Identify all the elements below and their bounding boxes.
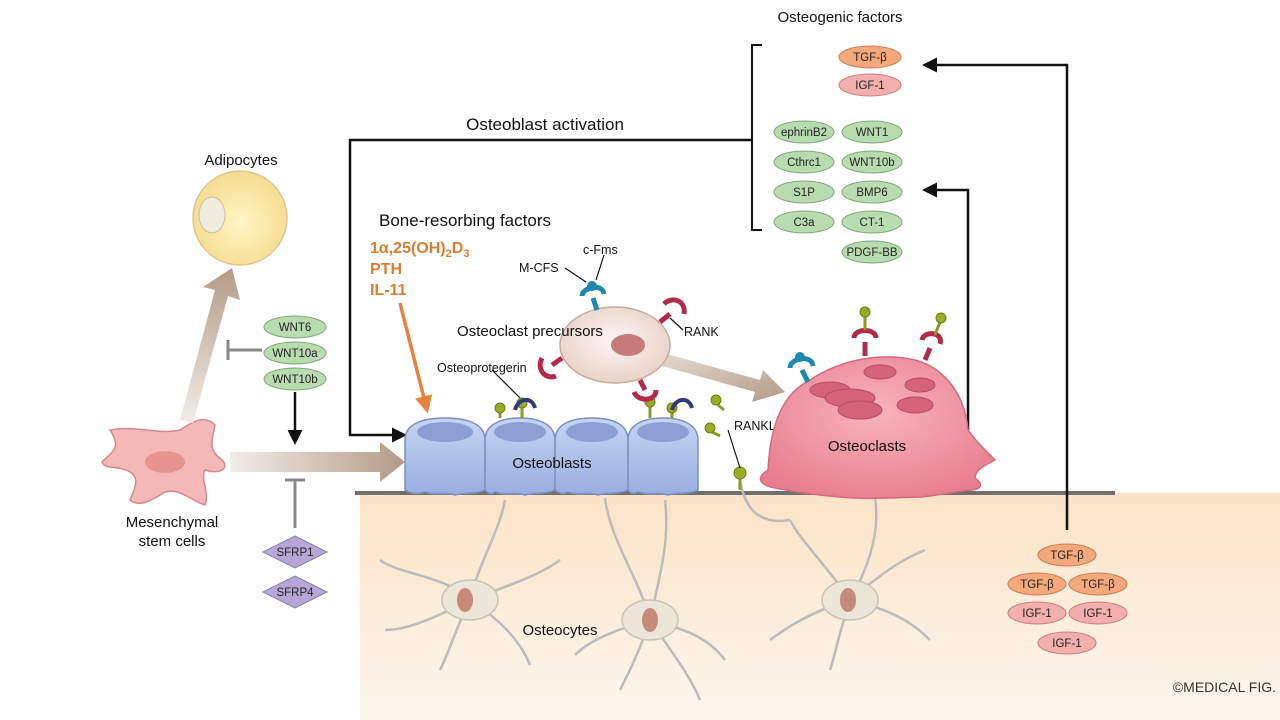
diamond-sfrp1: SFRP1 <box>276 547 313 559</box>
osteogenic-factors-title: Osteogenic factors <box>777 9 902 26</box>
osteoclast-nuclei <box>809 364 936 420</box>
adipocytes-label: Adipocytes <box>204 152 277 169</box>
to-osteoblast-arrow <box>230 442 405 482</box>
matrix-pill-igf-1-2: IGF-1 <box>1083 608 1112 620</box>
rank-label: RANK <box>684 325 719 339</box>
osteogenic-bracket <box>751 44 762 231</box>
rankl-leader <box>727 429 741 469</box>
osteoprotegerin-label: Osteoprotegerin <box>437 361 527 375</box>
matrix-pill-tgf-beta-1: TGF-β <box>1050 550 1084 562</box>
mesenchymal-label-line2: stem cells <box>139 533 206 550</box>
osteocytes-label: Osteocytes <box>522 622 597 639</box>
pill-wnt10b-inhibit: WNT10b <box>272 374 317 386</box>
matrix-pill-tgf-beta-3: TGF-β <box>1081 579 1115 591</box>
adipocyte-cell <box>192 170 288 266</box>
precursor-nucleus <box>611 334 645 356</box>
sfrp-inhibit-bar <box>285 478 305 528</box>
osteogenic-right-pills: WNT1 WNT10b BMP6 CT-1 PDGF-BB <box>841 120 903 264</box>
osteogenic-left-pills: ephrinB2 Cthrc1 S1P C3a <box>773 120 835 234</box>
osteoprotegerin-leader <box>491 369 521 399</box>
osteogenic-top-pills: TGF-β IGF-1 <box>838 45 902 97</box>
sfrp-diamonds: SFRP1 SFRP4 <box>261 535 329 609</box>
c-fms-label: c-Fms <box>583 243 618 257</box>
osteoblast-activation-label: Osteoblast activation <box>466 115 624 134</box>
wnt-inhibition-pills: WNT6 WNT10a WNT10b <box>263 315 327 391</box>
pill-wnt10b: WNT10b <box>849 157 894 169</box>
adipocyte-nucleus <box>198 196 226 234</box>
c-fms-leader <box>595 254 605 281</box>
vitamin-d-label: 1α,25(OH)2D3 <box>370 240 469 260</box>
pill-ct-1: CT-1 <box>860 217 885 229</box>
rankl-label: RANKL <box>734 419 776 433</box>
osteocyte-nucleus <box>840 588 856 612</box>
pill-c3a: C3a <box>793 217 815 229</box>
diamond-sfrp4: SFRP4 <box>276 587 314 599</box>
il-11-label: IL-11 <box>370 282 407 299</box>
bone-matrix <box>360 493 1280 720</box>
matrix-release-arrow <box>922 57 1069 530</box>
osteoclast-receptors <box>787 306 947 384</box>
pill-pdgf-bb: PDGF-BB <box>846 247 897 259</box>
bone-resorbing-title: Bone-resorbing factors <box>379 211 551 230</box>
osteoclast-release-arrow <box>922 182 970 430</box>
pill-ephrinb2: ephrinB2 <box>781 127 827 139</box>
pill-igf-1: IGF-1 <box>855 80 884 92</box>
pill-wnt1: WNT1 <box>856 127 889 139</box>
copyright-text: ©MEDICAL FIG. <box>1173 679 1276 695</box>
pill-wnt6: WNT6 <box>279 322 312 334</box>
precursor-receptors <box>537 281 687 402</box>
wnt-adipo-inhibit-bar <box>226 340 262 360</box>
pill-tgf-beta: TGF-β <box>853 52 887 64</box>
pill-s1p: S1P <box>793 187 815 199</box>
m-cfs-label: M-CFS <box>519 261 559 275</box>
osteoclasts-label: Osteoclasts <box>828 438 906 455</box>
pill-wnt10a: WNT10a <box>272 348 318 360</box>
pth-label: PTH <box>370 261 402 278</box>
matrix-pill-igf-1-3: IGF-1 <box>1052 638 1081 650</box>
osteoblasts-group <box>404 417 699 496</box>
resorbing-to-osteoblast-arrow <box>398 302 433 414</box>
mesenchymal-nucleus <box>145 451 185 473</box>
osteoblast-activation-arrow <box>348 138 752 443</box>
osteoclast-precursors-label: Osteoclast precursors <box>457 323 603 340</box>
mesenchymal-label-line1: Mesenchymal <box>126 514 219 531</box>
matrix-pill-tgf-beta-2: TGF-β <box>1020 579 1054 591</box>
osteoblasts-label: Osteoblasts <box>512 455 591 472</box>
osteocytes-group <box>379 479 931 701</box>
osteocyte-nucleus <box>642 608 658 632</box>
pill-cthrc1: Cthrc1 <box>787 157 821 169</box>
osteocyte-nucleus <box>457 588 473 612</box>
rank-leader <box>669 317 684 331</box>
matrix-pill-igf-1-1: IGF-1 <box>1022 608 1051 620</box>
m-cfs-leader <box>564 267 587 283</box>
osteoprotegerin-molecules <box>513 398 694 411</box>
to-adipocyte-arrow <box>180 268 240 423</box>
to-osteoclast-arrow <box>655 352 785 402</box>
matrix-factor-pills: TGF-β TGF-β TGF-β IGF-1 IGF-1 IGF-1 <box>1007 543 1128 655</box>
pill-bmp6: BMP6 <box>856 187 887 199</box>
